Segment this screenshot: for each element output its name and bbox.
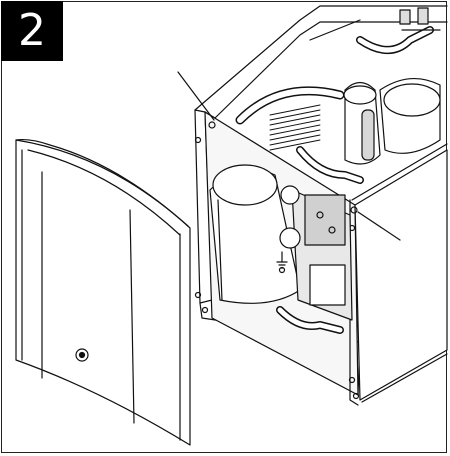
pointer-line xyxy=(177,71,215,121)
screw-icon xyxy=(194,136,202,144)
screw-icon xyxy=(348,376,356,384)
screw-icon xyxy=(350,206,358,214)
step-number-badge: 2 xyxy=(1,1,63,61)
screw-icon xyxy=(201,306,209,314)
screw-icon xyxy=(208,121,216,129)
pointer-line xyxy=(357,211,401,241)
screw-icon xyxy=(352,392,360,400)
internal-components xyxy=(209,7,441,334)
screw-icon xyxy=(194,291,202,299)
front-cover-panel xyxy=(15,138,191,446)
